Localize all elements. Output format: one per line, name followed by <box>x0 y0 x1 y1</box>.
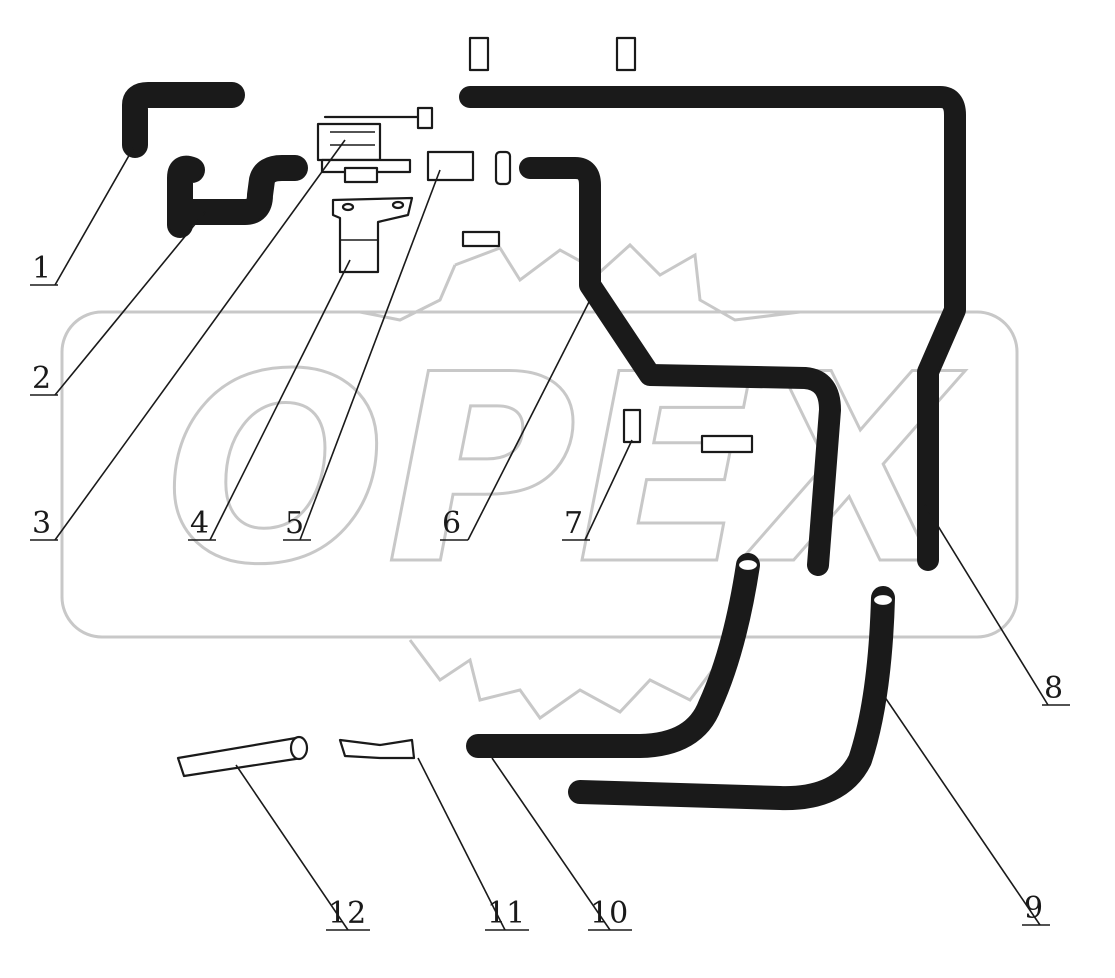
callout-7: 7 <box>564 506 583 541</box>
part-3-valve-assembly <box>316 106 434 184</box>
callout-12: 12 <box>328 896 366 931</box>
part-9-curved-hose <box>568 586 895 811</box>
callout-labels: 1 2 3 4 5 6 7 8 9 10 11 12 <box>32 251 1063 931</box>
part-5-connector-sleeve <box>426 150 512 186</box>
part-2-s-hose <box>167 155 308 238</box>
leader-lines <box>30 139 1070 931</box>
callout-2: 2 <box>32 361 51 396</box>
callout-10: 10 <box>590 896 628 931</box>
part-7-fittings <box>461 36 754 454</box>
part-10-curved-hose <box>466 553 760 758</box>
callout-6: 6 <box>442 506 461 541</box>
callout-5: 5 <box>285 506 304 541</box>
part-6-long-bent-hose <box>519 157 841 576</box>
part-11-reducer-hose <box>338 738 416 760</box>
callout-8: 8 <box>1044 671 1063 706</box>
watermark-banner <box>60 310 1019 639</box>
part-12-straight-hose <box>176 735 309 778</box>
callout-11: 11 <box>487 896 525 931</box>
part-8-long-pipe <box>459 86 966 571</box>
part-4-bracket <box>331 196 414 274</box>
watermark-gear <box>359 242 801 721</box>
callout-1: 1 <box>32 251 51 286</box>
watermark-text: OPEX <box>165 320 965 622</box>
callout-9: 9 <box>1024 891 1043 926</box>
callout-4: 4 <box>190 506 209 541</box>
callout-3: 3 <box>32 506 51 541</box>
part-1-elbow-hose <box>122 82 245 158</box>
